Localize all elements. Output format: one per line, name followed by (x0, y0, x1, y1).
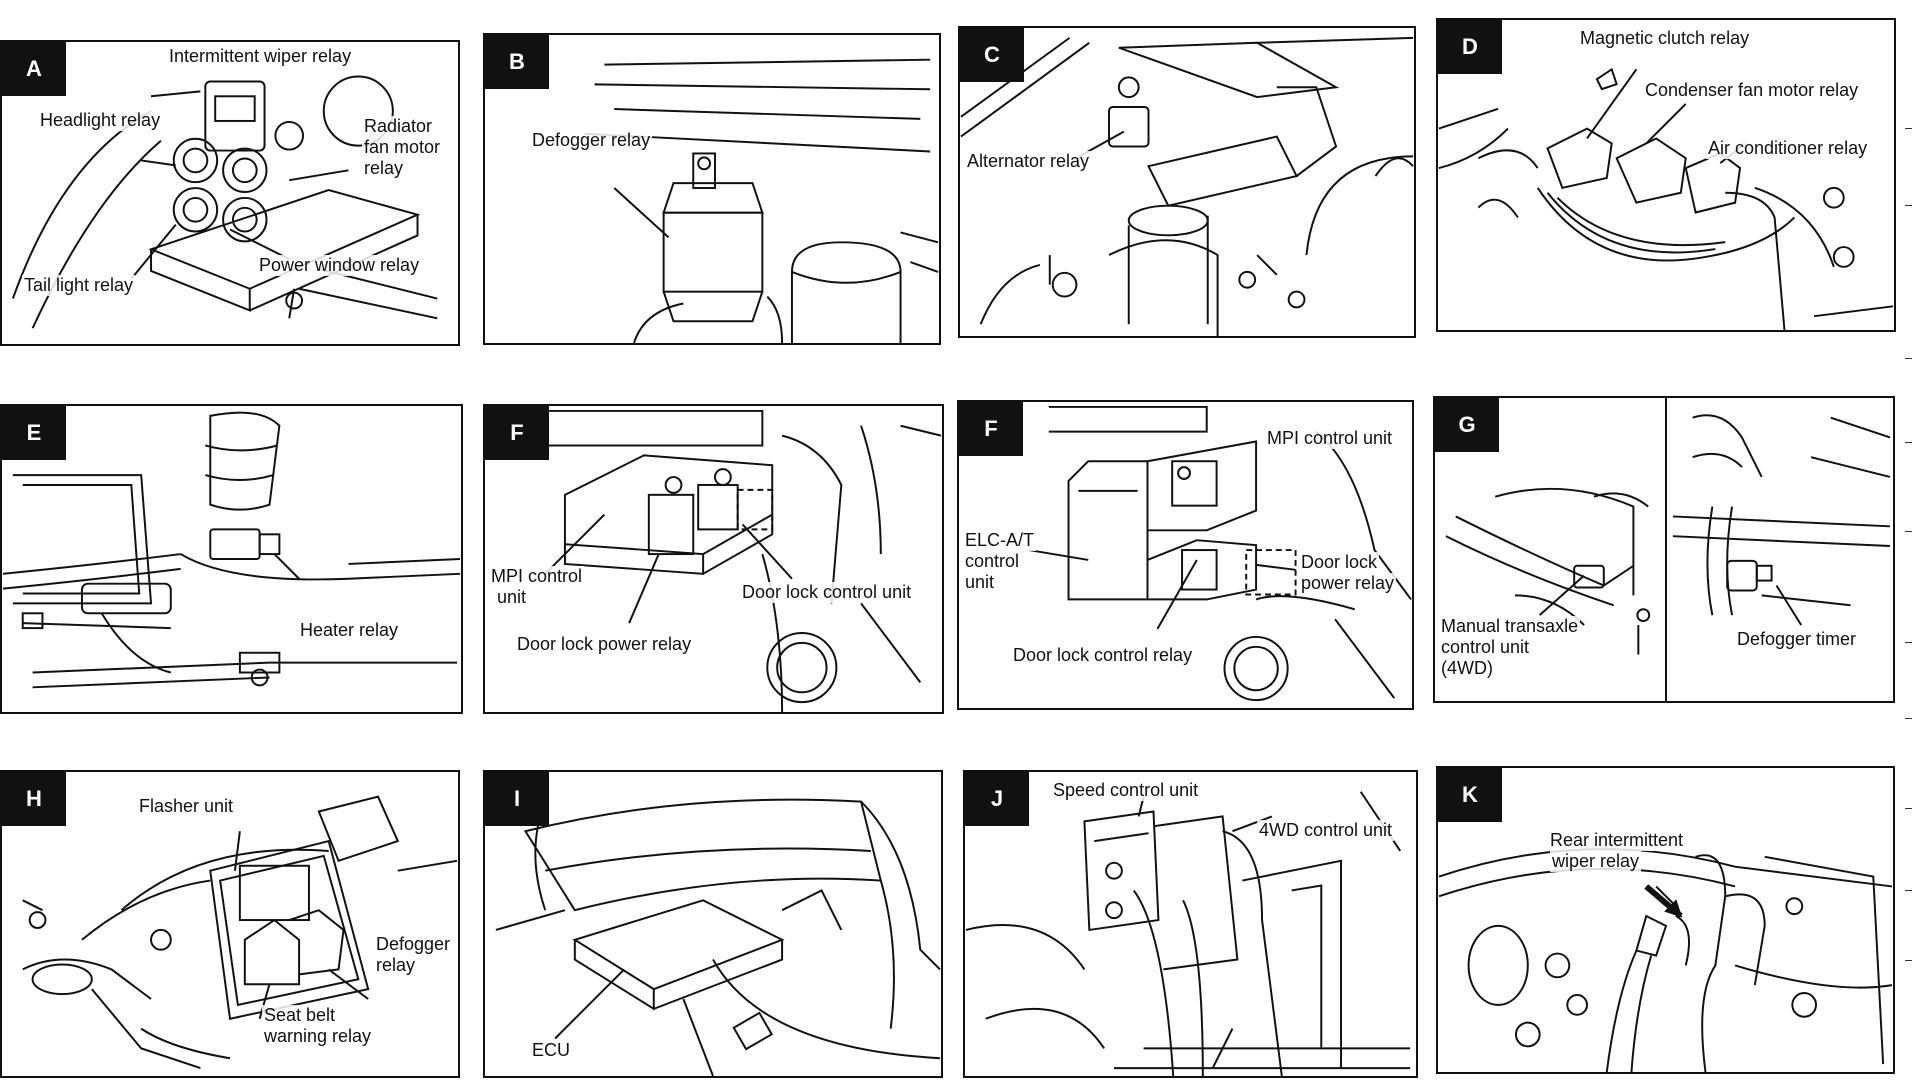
label-heater-relay: Heater relay (298, 620, 401, 641)
panel-d-illustration (1438, 67, 1894, 330)
panel-b-letter: B (485, 35, 549, 89)
label-air-conditioner-relay: Air conditioner relay (1706, 138, 1870, 159)
label-mpi-control-unit-2: unit (495, 587, 529, 608)
label-elc-at-3: unit (963, 572, 997, 593)
edge-tick (1905, 642, 1912, 643)
panel-j-letter: J (965, 772, 1029, 826)
label-magnetic-clutch-relay: Magnetic clutch relay (1578, 28, 1752, 49)
label-door-lock-power-relay-2: power relay (1299, 573, 1397, 594)
panel-g: G Manual transaxle control unit (4WD) De… (1433, 396, 1895, 703)
label-radiator-fan-motor-relay-3: relay (362, 158, 406, 179)
label-rear-intermittent: Rear intermittent (1548, 830, 1686, 851)
panel-e: E Heater relay (0, 404, 463, 714)
panel-g-divider (1665, 398, 1667, 701)
label-radiator-fan-motor-relay-2: fan motor (362, 137, 443, 158)
panel-b: B Defogger relay (483, 33, 941, 345)
panel-k: K Rear intermittent wiper relay (1436, 766, 1895, 1074)
label-manual-transaxle-1: Manual transaxle (1439, 616, 1581, 637)
label-wiper-relay: wiper relay (1550, 851, 1642, 872)
label-defogger-relay-h-1: Defogger (374, 934, 453, 955)
label-door-lock-control-unit: Door lock control unit (740, 582, 914, 603)
panel-j: J Speed control unit 4WD control unit (963, 770, 1418, 1078)
panel-h-letter: H (2, 772, 66, 826)
label-door-lock-control-relay: Door lock control relay (1011, 645, 1195, 666)
label-alternator-relay: Alternator relay (965, 151, 1092, 172)
edge-tick (1905, 358, 1912, 359)
label-seat-belt-2: warning relay (262, 1026, 374, 1047)
panel-e-letter: E (2, 406, 66, 460)
label-elc-at-2: control (963, 551, 1022, 572)
panel-a-letter: A (2, 42, 66, 96)
label-headlight-relay: Headlight relay (38, 110, 163, 131)
panel-f2: F MPI control unit ELC-A/T control unit … (957, 400, 1414, 710)
label-ecu: ECU (530, 1040, 573, 1061)
label-door-lock-power-relay: Door lock power relay (515, 634, 694, 655)
panel-i-letter: I (485, 772, 549, 826)
label-flasher-unit: Flasher unit (137, 796, 236, 817)
label-defogger-relay-h-2: relay (374, 955, 418, 976)
panel-f1-letter: F (485, 406, 549, 460)
label-intermittent-wiper-relay: Intermittent wiper relay (167, 46, 354, 67)
edge-tick (1905, 128, 1912, 129)
panel-d-letter: D (1438, 20, 1502, 74)
panel-d: D Magnetic clutch relay Condenser fan mo… (1436, 18, 1896, 332)
edge-tick (1905, 531, 1912, 532)
label-door-lock-power-relay-1: Door lock (1299, 552, 1380, 573)
label-defogger-timer: Defogger timer (1735, 629, 1859, 650)
label-mpi-control-unit-1: MPI control (489, 566, 585, 587)
label-manual-transaxle-3: (4WD) (1439, 658, 1495, 679)
label-defogger-relay: Defogger relay (530, 130, 653, 151)
label-radiator-fan-motor-relay-1: Radiator (362, 116, 435, 137)
edge-tick (1905, 718, 1912, 719)
label-power-window-relay: Power window relay (257, 255, 422, 276)
edge-tick (1905, 890, 1912, 891)
panel-a: A Intermittent wiper relay Headlight rel… (0, 40, 460, 346)
panel-a-illustration (11, 75, 438, 329)
panel-c: C Alternator relay (958, 26, 1416, 338)
panel-k-letter: K (1438, 768, 1502, 822)
panel-h: H Flasher unit Defogger relay Seat belt … (0, 770, 460, 1078)
label-4wd-control-unit: 4WD control unit (1257, 820, 1395, 841)
panel-f2-letter: F (959, 402, 1023, 456)
panel-b-illustration (584, 58, 939, 343)
label-seat-belt-1: Seat belt (262, 1005, 338, 1026)
panel-j-illustration (965, 791, 1411, 1076)
label-elc-at-1: ELC-A/T (963, 530, 1037, 551)
edge-tick (1905, 205, 1912, 206)
panel-f1: F MPI control unit Door lock control uni… (483, 404, 944, 714)
panel-g-letter: G (1435, 398, 1499, 452)
edge-tick (1905, 442, 1912, 443)
edge-tick (1905, 960, 1912, 961)
panel-i: I ECU (483, 770, 943, 1078)
label-condenser-fan-motor-relay: Condenser fan motor relay (1643, 80, 1861, 101)
panel-c-illustration (960, 36, 1414, 336)
label-manual-transaxle-2: control unit (1439, 637, 1532, 658)
label-speed-control-unit: Speed control unit (1051, 780, 1201, 801)
panel-i-illustration (495, 798, 941, 1076)
label-tail-light-relay: Tail light relay (22, 275, 136, 296)
label-mpi-control-unit: MPI control unit (1265, 428, 1395, 449)
panel-k-illustration (1438, 848, 1893, 1072)
panel-h-illustration (22, 795, 458, 1070)
edge-tick (1905, 808, 1912, 809)
panel-c-letter: C (960, 28, 1024, 82)
panel-e-illustration (2, 411, 461, 689)
panel-f1-illustration (544, 409, 942, 712)
